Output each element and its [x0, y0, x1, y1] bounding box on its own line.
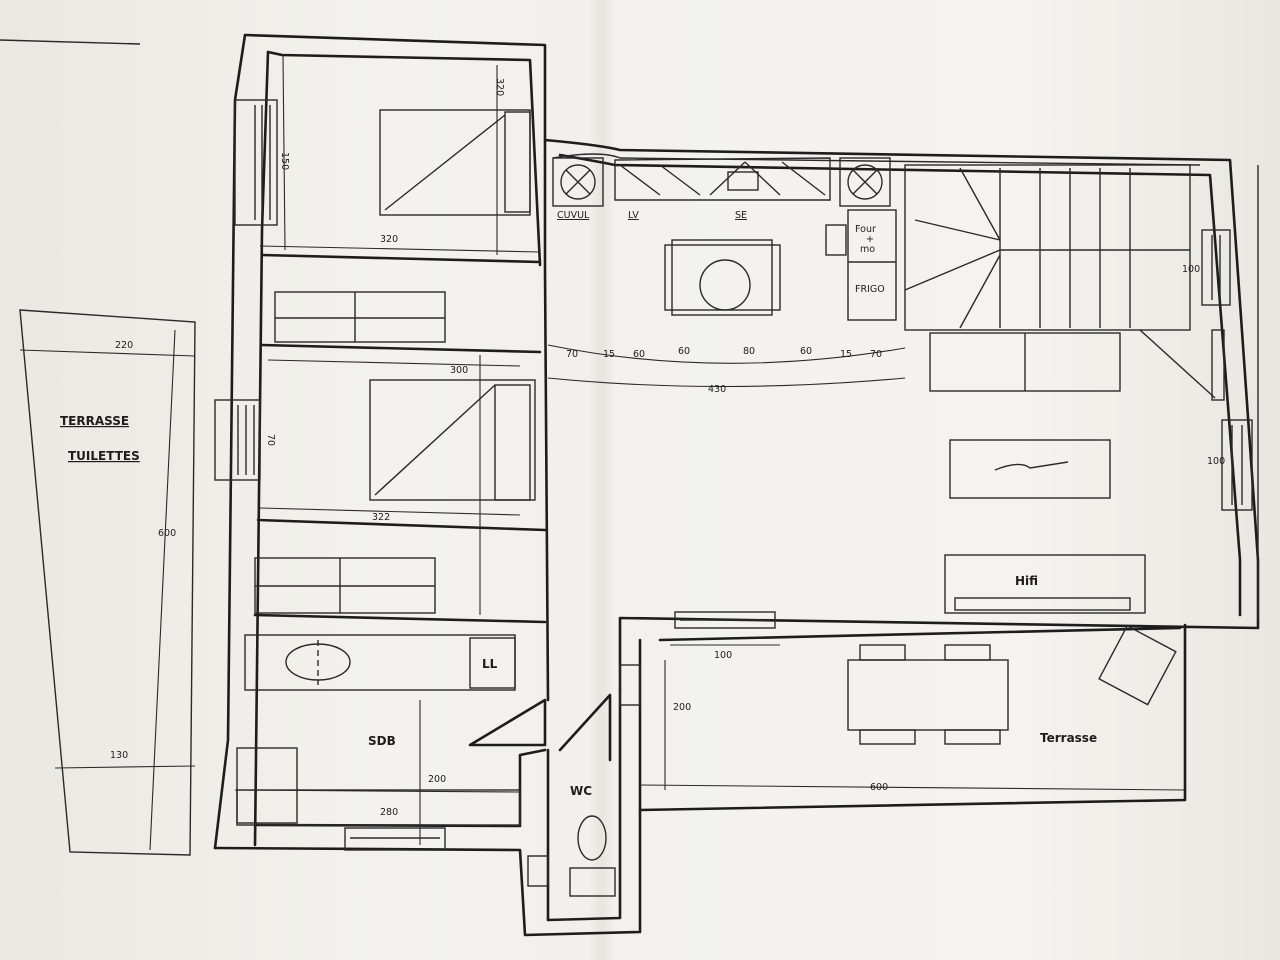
living-north-east-wall	[543, 138, 1260, 562]
dimension-lines	[19, 54, 1186, 851]
dim-kitchen-seg-8: 70	[870, 349, 882, 360]
dim-terrace-window: 100	[714, 650, 732, 661]
living-south-wall	[618, 558, 1260, 692]
dim-terrace-width: 600	[870, 782, 888, 793]
dim-terrace-left-bottom: 130	[110, 750, 128, 761]
dim-bed2-width-top: 300	[450, 365, 468, 376]
label-se: SE	[735, 210, 747, 221]
wc-door-swing	[558, 693, 612, 762]
dim-kitchen-seg-4: 60	[678, 346, 690, 357]
dining-table	[664, 244, 781, 311]
bedroom2-south-wall	[256, 518, 547, 532]
south-wall	[213, 623, 1187, 937]
hob-cabinet	[839, 157, 891, 207]
hifi-cabinet	[944, 554, 1146, 614]
closet-1	[274, 291, 446, 343]
cuvul-sink	[552, 157, 604, 207]
label-terrasse-left-1: TERRASSE	[60, 414, 129, 428]
dim-terrace-left-height: 600	[158, 528, 176, 539]
label-lv: LV	[628, 210, 639, 221]
dim-kitchen-seg-2: 15	[603, 349, 615, 360]
dim-bed2-width: 322	[372, 512, 390, 523]
terrace-table	[847, 659, 1009, 731]
dimension-labels: 320 150 320 300 70 322 220 600 130 200 2…	[110, 78, 1225, 818]
west-wall-outer	[213, 33, 247, 850]
bedroom1-south-wall	[260, 253, 542, 264]
bed-1	[379, 109, 531, 216]
window-wc-side	[619, 664, 641, 706]
dim-terrace-left-top: 220	[115, 340, 133, 351]
dim-window-right-1: 100	[1182, 264, 1200, 275]
window-terrace	[674, 611, 776, 629]
label-cuvul: CUVUL	[557, 210, 590, 221]
label-mo: mo	[860, 244, 875, 255]
sdb-door-swing	[468, 698, 547, 747]
dim-kitchen-seg-3: 60	[633, 349, 645, 360]
oven-fridge-column	[847, 209, 897, 321]
dim-kitchen-seg-5: 80	[743, 346, 755, 357]
room-labels: TERRASSE TUILETTES SDB WC Terrasse Hifi …	[60, 210, 1097, 798]
west-wall-inner	[253, 50, 270, 847]
window-right-2	[1221, 419, 1253, 511]
dim-bed1-height: 320	[494, 78, 505, 96]
dim-kitchen-seg-6: 60	[800, 346, 812, 357]
bathtub	[236, 789, 521, 826]
dim-bed1-window: 150	[279, 152, 290, 170]
bedroom-wing-wall-outer	[243, 33, 550, 702]
dim-sdb-width: 280	[380, 807, 398, 818]
ll-machine	[469, 637, 516, 689]
dim-kitchen-seg-1: 70	[566, 349, 578, 360]
window-right-1	[1201, 229, 1231, 306]
wc-walls	[546, 688, 622, 922]
staircase	[904, 164, 1191, 331]
windows	[214, 99, 1253, 887]
window-bedroom2	[214, 399, 261, 481]
bedroom1-wall-inner	[266, 50, 542, 267]
wall-niche-right	[1211, 329, 1225, 401]
dim-kitchen-total: 430	[708, 384, 726, 395]
shower	[236, 747, 298, 824]
closet2-south-wall	[253, 613, 547, 624]
window-bedroom1	[234, 99, 278, 226]
label-plus: +	[866, 234, 874, 245]
dim-bed1-width: 320	[380, 234, 398, 245]
coffee-table	[949, 439, 1111, 499]
living-inner-wall	[558, 153, 1242, 617]
label-ll: LL	[482, 657, 498, 671]
walls	[213, 33, 1260, 937]
sunbed	[1098, 624, 1177, 706]
toilet	[577, 815, 607, 861]
closet1-south-wall	[260, 343, 542, 354]
dim-kitchen-seg-7: 15	[840, 349, 852, 360]
dim-sdb-height: 200	[428, 774, 446, 785]
furniture	[19, 109, 1216, 897]
terrace-left-outline	[19, 309, 196, 856]
dim-bed2-window: 70	[265, 434, 276, 446]
label-terrasse-left-2: TUILETTES	[68, 449, 140, 463]
label-sdb: SDB	[368, 734, 396, 748]
label-hifi: Hifi	[1015, 574, 1038, 588]
sdb-wall-inner	[253, 748, 547, 828]
window-sdb	[344, 827, 446, 851]
sheet-edge-line	[0, 39, 141, 45]
bed-2	[369, 379, 536, 501]
kitchen-counter	[614, 157, 831, 201]
window-wc	[527, 855, 549, 887]
terrace-north-wall	[658, 626, 1182, 642]
dim-terrace-height: 200	[673, 702, 691, 713]
label-terrasse-right: Terrasse	[1040, 731, 1097, 745]
label-frigo: FRIGO	[855, 284, 885, 295]
label-four: Four	[855, 224, 876, 235]
dim-window-right-2: 100	[1207, 456, 1225, 467]
label-wc: WC	[570, 784, 592, 798]
